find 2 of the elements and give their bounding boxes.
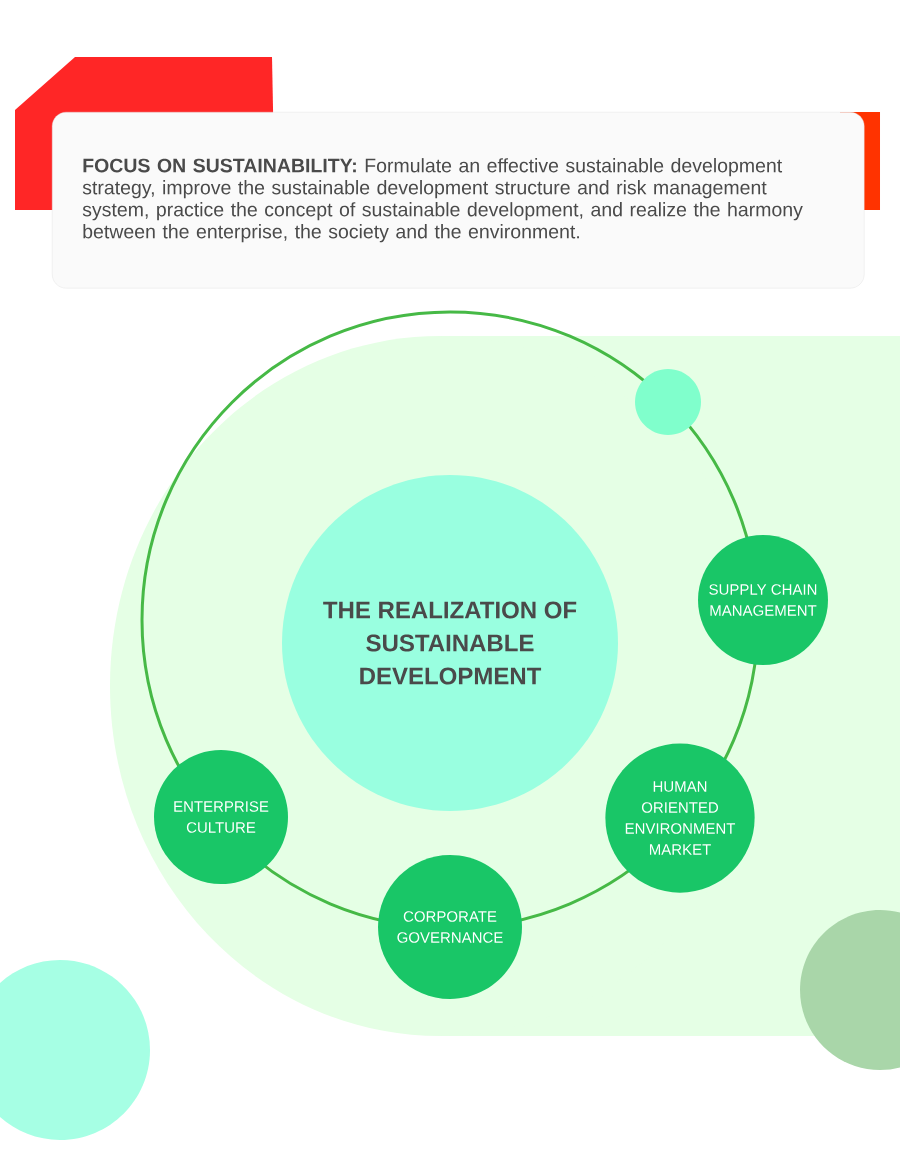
text-card: FOCUS ON SUSTAINABILITY: Formulate an effective sustainable development strategy, improve the sustainable development structure and risk management system, practice the concept of sustainable development, and realize the harmony between the enterprise, the society and the environment. [52,112,865,289]
dot-circle [635,369,701,435]
